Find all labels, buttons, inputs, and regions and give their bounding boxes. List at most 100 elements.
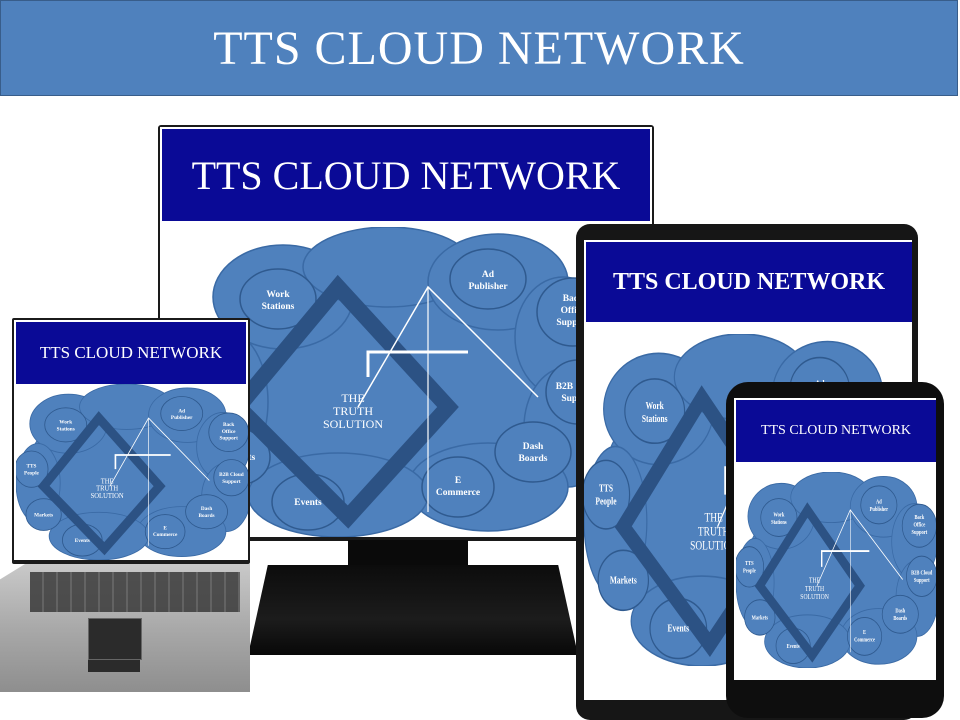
logo-diamond <box>227 274 459 529</box>
logo-hook-line <box>366 350 468 377</box>
node-label: Stations <box>262 302 295 312</box>
monitor-stand <box>248 565 578 655</box>
node-label: Boards <box>199 513 215 519</box>
node-label: Support <box>911 529 927 536</box>
node-label: Work <box>266 290 290 300</box>
node-label: E <box>163 525 167 531</box>
laptop: TTS CLOUD NETWORK THE TRUTH SOLUTION Wor… <box>0 318 252 698</box>
center-label-3: SOLUTION <box>800 593 829 601</box>
node-label: TTS <box>745 560 754 567</box>
node-label: Events <box>787 643 800 650</box>
node-label: Ad <box>876 499 882 506</box>
node-label: People <box>24 470 39 476</box>
node-ad-publisher <box>449 248 527 310</box>
node-dash-boards <box>494 421 572 483</box>
node-ad-publisher <box>860 485 898 525</box>
phone: TTS CLOUD NETWORK THE TRUTH SOLUTION Wor… <box>726 382 944 718</box>
node-label: Stations <box>642 413 668 424</box>
center-label-2: TRUTH <box>333 404 373 418</box>
center-label-3: SOLUTION <box>323 417 383 431</box>
node-label: TTS <box>27 463 37 469</box>
monitor-screen-title: TTS CLOUD NETWORK <box>162 129 650 221</box>
node-label: Commerce <box>854 637 875 644</box>
node-e-commerce <box>421 456 495 518</box>
node-work-stations <box>624 378 686 445</box>
laptop-touchpad-buttons <box>88 660 140 672</box>
laptop-cloud-diagram: THE TRUTH SOLUTION Work Stations Ad Publ… <box>14 383 251 561</box>
center-label-1: THE <box>341 391 364 405</box>
node-label: Office <box>913 522 925 529</box>
logo-hook-line <box>114 454 171 470</box>
node-label: Support <box>556 318 590 328</box>
node-label: Publisher <box>870 507 889 514</box>
node-markets <box>25 498 62 531</box>
node-label: Ad <box>178 408 185 414</box>
node-label: Office <box>561 306 586 316</box>
node-label: Markets <box>610 574 637 585</box>
node-label: Events <box>294 498 322 508</box>
node-label: Back <box>223 422 234 428</box>
node-tts-people <box>734 546 764 588</box>
node-label: B2B Cloud <box>219 472 244 478</box>
node-work-stations <box>44 407 88 443</box>
logo-hook-line <box>821 550 870 567</box>
phone-cloud-diagram: THE TRUTH SOLUTION Work Stations Ad Publ… <box>734 471 939 669</box>
node-label: Support <box>219 436 238 442</box>
phone-screen-title: TTS CLOUD NETWORK <box>736 400 936 462</box>
node-e-commerce <box>144 514 186 550</box>
node-label: People <box>743 568 756 575</box>
node-label: Events <box>75 538 90 544</box>
node-label: Support <box>222 479 241 485</box>
laptop-touchpad <box>88 618 142 660</box>
node-dash-boards <box>881 594 919 634</box>
node-label: Publisher <box>468 282 508 292</box>
center-label-1: THE <box>809 577 820 585</box>
node-label: Boards <box>893 615 907 622</box>
node-label: Ad <box>482 270 495 280</box>
node-label: Work <box>59 420 72 426</box>
center-label-2: TRUTH <box>805 585 824 593</box>
node-dash-boards <box>185 494 228 530</box>
node-label: Work <box>646 400 664 411</box>
center-label-1: THE <box>704 511 722 525</box>
node-markets <box>744 599 776 636</box>
center-label-3: SOLUTION <box>91 493 124 500</box>
node-label: E <box>455 476 461 486</box>
node-label: Back <box>914 514 924 521</box>
node-label: TTS <box>599 482 613 493</box>
node-label: Stations <box>57 427 75 433</box>
node-work-stations <box>760 498 798 537</box>
center-label-2: TRUTH <box>96 486 118 493</box>
cloud-diagram: THE TRUTH SOLUTION Work Stations Ad Publ… <box>14 383 251 561</box>
node-markets <box>597 549 650 612</box>
node-label: Work <box>773 512 784 519</box>
center-label-1: THE <box>101 478 114 485</box>
node-label: Boards <box>518 454 547 464</box>
node-e-commerce <box>847 616 883 656</box>
node-label: Back <box>563 294 584 304</box>
node-label: B2B Cloud <box>911 570 932 577</box>
node-label: Stations <box>771 519 787 526</box>
node-label: Dash <box>895 608 905 615</box>
cloud-diagram: THE TRUTH SOLUTION Work Stations Ad Publ… <box>734 471 939 669</box>
node-label: Support <box>914 577 930 584</box>
title-banner: TTS CLOUD NETWORK <box>0 0 958 96</box>
node-label: Commerce <box>153 532 178 538</box>
node-ad-publisher <box>160 396 204 431</box>
banner-title: TTS CLOUD NETWORK <box>213 21 745 75</box>
logo-triangle-line <box>109 417 210 487</box>
center-label-3: SOLUTION <box>690 539 737 553</box>
node-label: Commerce <box>436 488 480 498</box>
node-label: Markets <box>752 615 768 622</box>
tablet-screen-title: TTS CLOUD NETWORK <box>586 242 912 322</box>
node-label: Dash <box>201 506 212 512</box>
node-label: Publisher <box>171 415 193 421</box>
node-label: Dash <box>523 442 544 452</box>
laptop-keyboard <box>30 572 240 612</box>
logo-diamond <box>754 502 865 663</box>
desktop-monitor: TTS CLOUD NETWORK THE TRUTH SOLUTION Wor… <box>158 125 656 655</box>
center-label-2: TRUTH <box>698 525 729 539</box>
node-label: People <box>595 495 616 506</box>
node-label: Markets <box>34 512 53 518</box>
node-work-stations <box>239 268 317 330</box>
